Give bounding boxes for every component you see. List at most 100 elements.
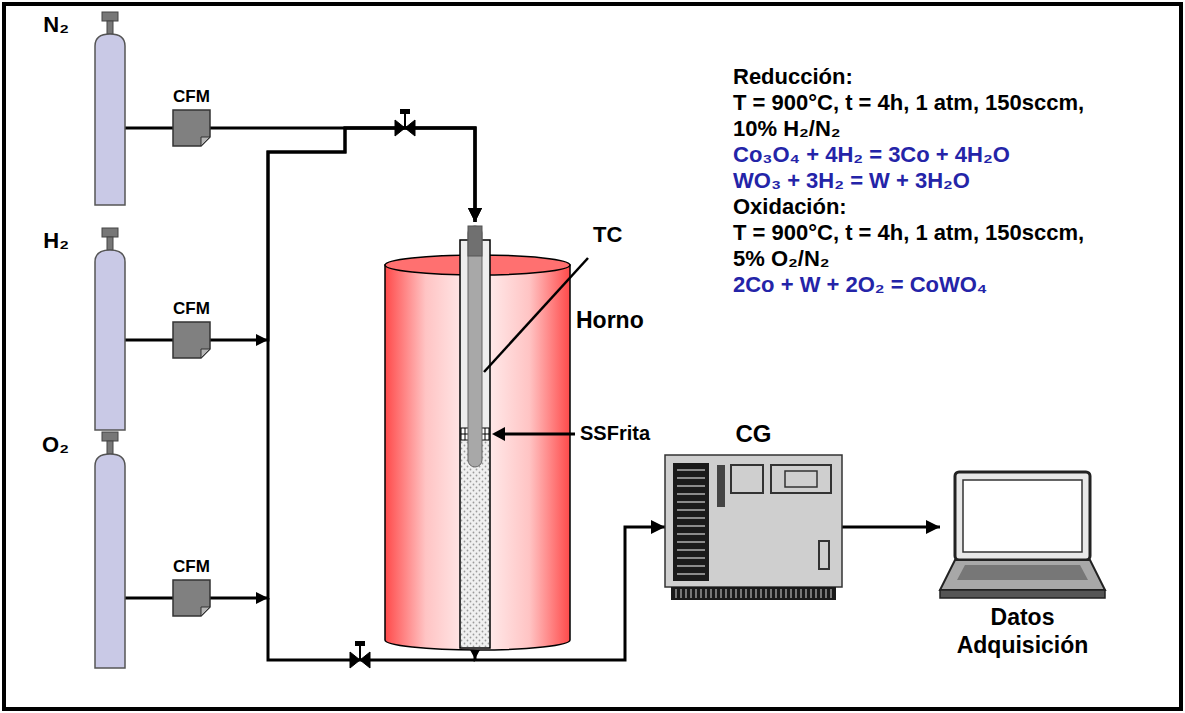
laptop-screen-frame <box>955 472 1090 560</box>
instrument-port <box>819 541 829 569</box>
base-grille <box>690 589 692 598</box>
flow-arrow <box>256 334 268 346</box>
controller-box <box>173 322 210 358</box>
thermocouple <box>468 226 482 467</box>
furnace: Horno <box>385 222 570 648</box>
base-grille <box>810 589 812 598</box>
gas-line <box>842 526 940 529</box>
gas-cylinder: H₂ <box>95 228 125 430</box>
part-label: SSFrita <box>580 421 650 445</box>
gas-label: H₂ <box>43 228 69 254</box>
cylinder-body <box>95 34 125 205</box>
base-grille <box>755 589 757 598</box>
mass-flow-controller: CFM <box>173 580 210 616</box>
instrument-display <box>785 471 817 487</box>
cfm-shape <box>173 110 210 146</box>
vent-slat <box>677 565 705 567</box>
valve-symbol <box>395 109 415 136</box>
base-grille <box>820 589 822 598</box>
gas-cylinder: N₂ <box>95 12 125 205</box>
base-grille <box>725 589 727 598</box>
part-label: TC <box>593 222 622 248</box>
valve-stem <box>404 113 406 128</box>
base-grille <box>745 589 747 598</box>
base-grille <box>675 589 677 598</box>
vent-slat <box>677 477 705 479</box>
leader-line <box>484 258 588 372</box>
furnace-label: Horno <box>576 307 644 335</box>
valve-symbol <box>350 641 370 668</box>
base-grille <box>705 589 707 598</box>
controller-box <box>173 580 210 616</box>
controller-label: CFM <box>173 299 210 319</box>
section-heading: Reducción: <box>733 64 1113 90</box>
base-grille <box>785 589 787 598</box>
vent-slat <box>677 557 705 559</box>
cylinder-body <box>95 250 125 430</box>
vent-slat <box>677 469 705 471</box>
cyl-shape <box>95 432 125 668</box>
reaction-equation: Co₃O₄ + 4H₂ = 3Co + 4H₂O <box>733 142 1113 168</box>
gas-cylinder: O₂ <box>95 432 125 668</box>
base-grille <box>765 589 767 598</box>
cyl-shape <box>95 228 125 430</box>
valve-half <box>395 120 405 136</box>
instrument-base <box>671 587 836 600</box>
vent-slat <box>677 533 705 535</box>
frame <box>4 4 1181 709</box>
condition-note: T = 900°C, t = 4h, 1 atm, 150sccm, 10% H… <box>733 90 1113 142</box>
gas-line <box>125 127 173 130</box>
base-grille <box>825 589 827 598</box>
base-grille <box>780 589 782 598</box>
base-grille <box>795 589 797 598</box>
vent-slat <box>677 493 705 495</box>
section-heading: Oxidación: <box>733 194 1113 220</box>
cylinder-neck <box>107 237 113 250</box>
sample-bed <box>461 440 489 647</box>
furnace-shape <box>385 222 570 648</box>
valve-handle <box>400 109 410 114</box>
controller-fold <box>201 137 210 146</box>
base-grille <box>730 589 732 598</box>
instrument-panel <box>731 465 763 493</box>
instrument-vent <box>673 463 709 581</box>
vent-slat <box>677 549 705 551</box>
base-grille <box>800 589 802 598</box>
cylinder-valve <box>102 432 118 441</box>
base-grille <box>760 589 762 598</box>
mass-flow-controller: CFM <box>173 110 210 146</box>
cylinder-valve <box>102 228 118 237</box>
base-grille <box>775 589 777 598</box>
laptop-base <box>940 560 1105 590</box>
thermocouple-head <box>468 226 482 256</box>
valve-half <box>405 120 415 136</box>
base-grille <box>685 589 687 598</box>
controller-fold <box>201 349 210 358</box>
instrument-panel <box>771 465 831 493</box>
vent-slat <box>677 509 705 511</box>
cylinder-neck <box>107 21 113 34</box>
mass-flow-controller: CFM <box>173 322 210 358</box>
gas-label: N₂ <box>43 12 69 38</box>
cg-shape <box>665 455 842 600</box>
valve-stem <box>359 645 361 660</box>
gas-line <box>125 597 173 600</box>
vent-slat <box>677 525 705 527</box>
computer-label: Datos Adquisición <box>933 604 1113 659</box>
base-grille <box>735 589 737 598</box>
valve-half <box>360 652 370 668</box>
cyl-shape <box>95 12 125 205</box>
leader-arrow <box>503 433 575 436</box>
controller-fold <box>201 607 210 616</box>
instrument-case <box>665 455 842 587</box>
base-grille <box>740 589 742 598</box>
vent-slat <box>677 485 705 487</box>
instrument-label: CG <box>736 420 772 449</box>
vent-slat <box>677 501 705 503</box>
notes-block: Reducción:T = 900°C, t = 4h, 1 atm, 150s… <box>733 64 1113 298</box>
base-grille <box>695 589 697 598</box>
controller-label: CFM <box>173 87 210 107</box>
laptop-shape <box>940 472 1105 600</box>
gas-label: O₂ <box>42 432 69 458</box>
cfm-shape <box>173 580 210 616</box>
